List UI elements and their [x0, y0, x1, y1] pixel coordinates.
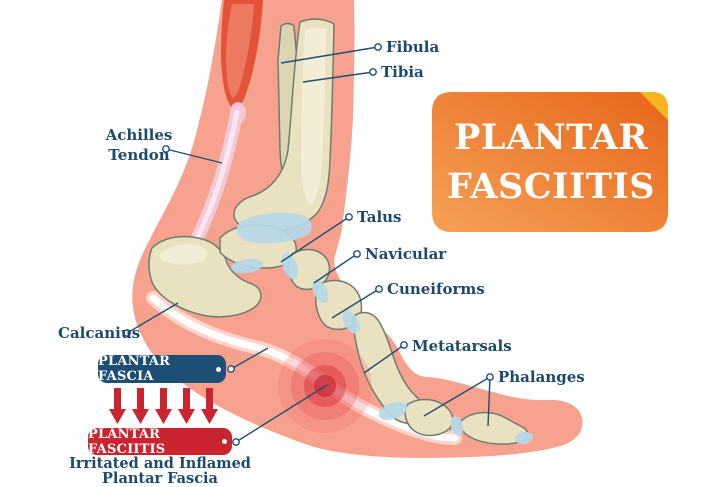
- calf-muscle-highlight: [226, 4, 254, 98]
- subtitle-line1: Irritated and Inflamed: [69, 455, 251, 472]
- bone-calcaneus-highlight: [159, 244, 208, 265]
- connector-dot: [216, 366, 221, 372]
- label-achilles-tendon: Achilles Tendon: [96, 125, 182, 165]
- title-line2: FASCIITIS: [446, 166, 656, 207]
- cartilage-subtalar: [231, 258, 263, 274]
- subtitle: Irritated and Inflamed Plantar Fascia: [50, 456, 270, 486]
- label-talus: Talus: [357, 208, 402, 226]
- label-achilles-line1: Achilles: [105, 126, 173, 144]
- label-calcanius: Calcanius: [58, 324, 141, 342]
- bone-tibia-highlight: [301, 27, 326, 206]
- plantar-fasciitis-box: PLANTAR FASCIITIS: [88, 426, 232, 457]
- label-achilles-line2: Tendon: [108, 146, 170, 164]
- label-cuneiforms: Cuneiforms: [387, 280, 485, 298]
- plantar-fascia-box: PLANTAR FASCIA: [98, 354, 226, 384]
- bones: [148, 18, 529, 445]
- label-fibula: Fibula: [386, 38, 440, 56]
- pressure-arrow: [132, 388, 149, 424]
- pressure-arrow: [109, 388, 126, 424]
- cartilage-ball-joint: [378, 401, 408, 421]
- badge-background: [432, 92, 668, 232]
- pressure-arrow: [155, 388, 172, 424]
- subtitle-line2: Plantar Fascia: [102, 470, 218, 487]
- label-phalanges: Phalanges: [498, 368, 585, 386]
- cartilage-tarsometatarsal: [342, 310, 360, 334]
- title-badge: PLANTAR FASCIITIS: [436, 94, 666, 230]
- label-metatarsals: Metatarsals: [412, 337, 512, 355]
- label-navicular: Navicular: [365, 245, 447, 263]
- bone-phalanx-proximal: [404, 398, 454, 437]
- pressure-arrow: [201, 388, 218, 424]
- cartilage-ankle: [236, 212, 312, 244]
- cartilage-naviculocuneiform: [311, 278, 329, 304]
- pressure-arrows: [109, 388, 218, 424]
- leader-markers: [123, 43, 494, 446]
- title-line1: PLANTAR: [454, 117, 648, 158]
- label-tibia: Tibia: [381, 63, 424, 81]
- cartilage-toe-tip: [515, 431, 533, 445]
- leader-lines: [126, 46, 491, 443]
- plantar-fascia-box-label: PLANTAR FASCIA: [98, 354, 171, 384]
- pressure-arrow: [178, 388, 195, 424]
- cartilage-toe-joint: [450, 416, 464, 436]
- plantar-fasciitis-box-label: PLANTAR FASCIITIS: [88, 426, 166, 457]
- connector-dot: [222, 439, 227, 444]
